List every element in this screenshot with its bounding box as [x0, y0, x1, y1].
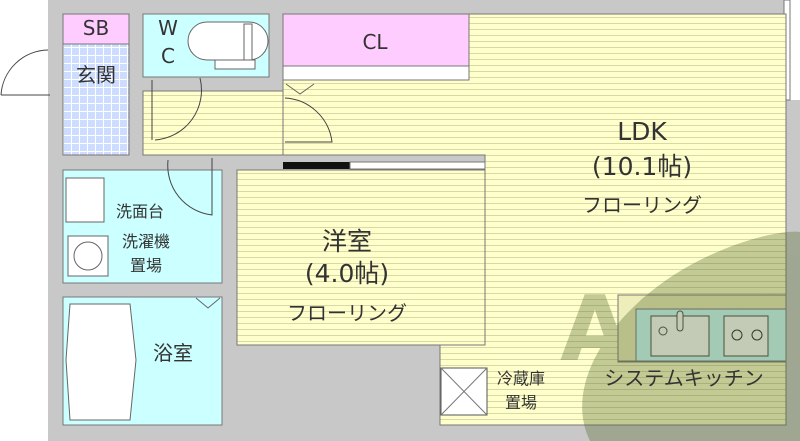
wc-label-w: W: [158, 16, 178, 40]
stove: [723, 315, 769, 357]
entrance-door: [0, 49, 50, 96]
toilet: [187, 21, 269, 61]
bathtub: [65, 303, 137, 421]
cl-closet: [282, 13, 470, 67]
washer-pan: [67, 235, 109, 277]
entrance-floor: [62, 43, 130, 156]
bath-label: 浴室: [153, 341, 193, 365]
washbasin-label: 洗面台: [116, 202, 164, 221]
watermark-logo: ASSIST: [560, 231, 800, 441]
western-label: 洋室: [322, 227, 372, 256]
washbasin-unit: [65, 177, 105, 223]
entrance-label: 玄関: [76, 63, 116, 87]
svg-text:ASSIST: ASSIST: [560, 277, 800, 382]
ldk-label: LDK: [617, 117, 667, 146]
wc-label-c: C: [161, 44, 175, 68]
western-size: (4.0帖): [305, 259, 389, 288]
sb-label: SB: [83, 16, 109, 40]
fridge-label-2: 置場: [505, 393, 537, 412]
fridge-label: 冷蔵庫: [497, 369, 545, 388]
kitchen-label: システムキッチン: [604, 366, 763, 390]
western-floor-label: フローリング: [287, 301, 407, 325]
washer-label-2: 置場: [130, 256, 162, 275]
western-room: [236, 169, 486, 346]
ldk-floor-label: フローリング: [582, 193, 702, 217]
hallway: [142, 90, 286, 156]
wc-door: [151, 77, 202, 141]
cl-label: CL: [362, 30, 388, 54]
wash-door: [167, 158, 213, 216]
washer-label: 洗濯機: [122, 232, 170, 251]
room-door: [284, 97, 333, 143]
sb-closet: [62, 13, 130, 45]
ldk-size: (10.1帖): [592, 152, 692, 181]
